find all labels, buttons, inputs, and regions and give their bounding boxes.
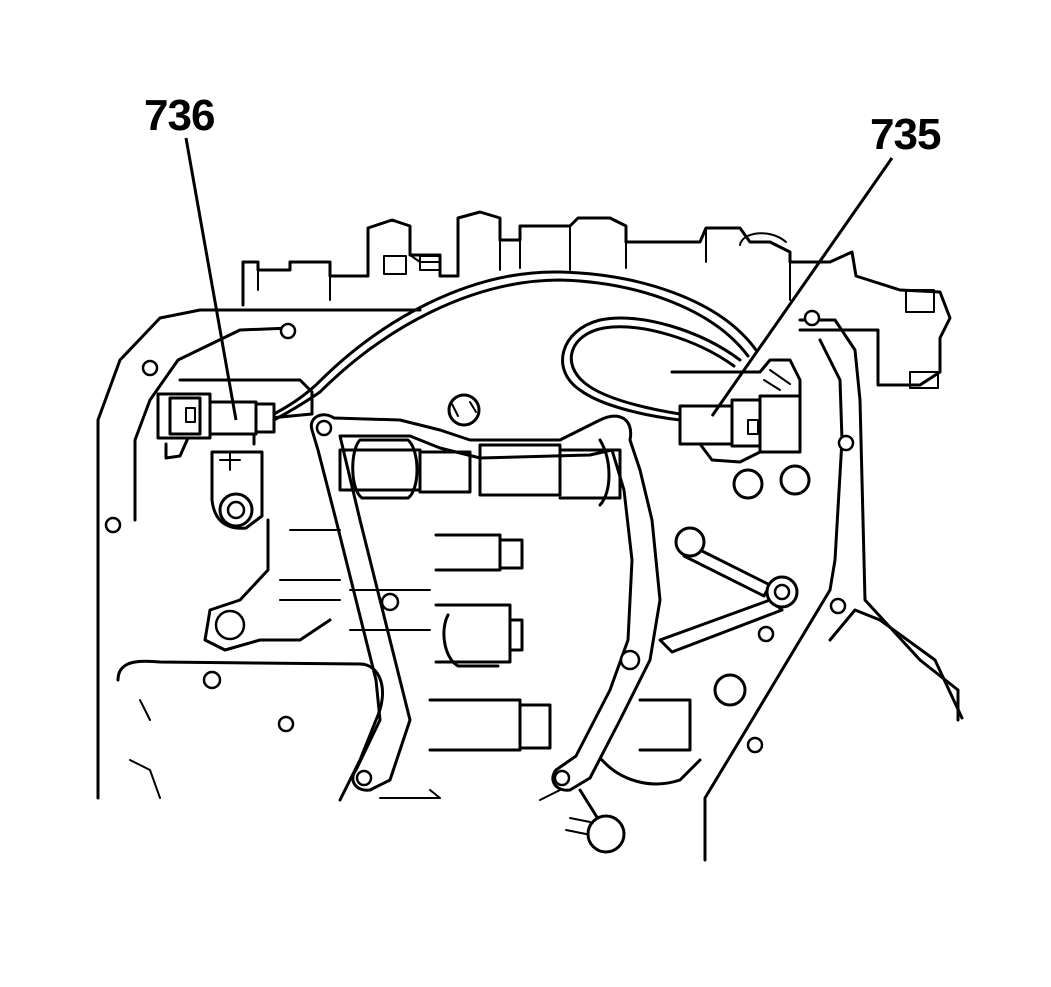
callout-label-736: 736 (144, 91, 215, 140)
solenoid-735 (670, 358, 802, 464)
wiring-harness (272, 270, 758, 422)
upper-valve-body (241, 210, 952, 389)
lower-valve-body (116, 438, 702, 802)
solenoid-736 (156, 378, 314, 460)
callout-label-735: 735 (870, 110, 941, 159)
bolts (210, 393, 811, 707)
case-plate (96, 308, 964, 862)
gasket-strap (309, 413, 799, 854)
leader-line-736 (184, 137, 238, 421)
leader-line-735 (710, 157, 894, 417)
